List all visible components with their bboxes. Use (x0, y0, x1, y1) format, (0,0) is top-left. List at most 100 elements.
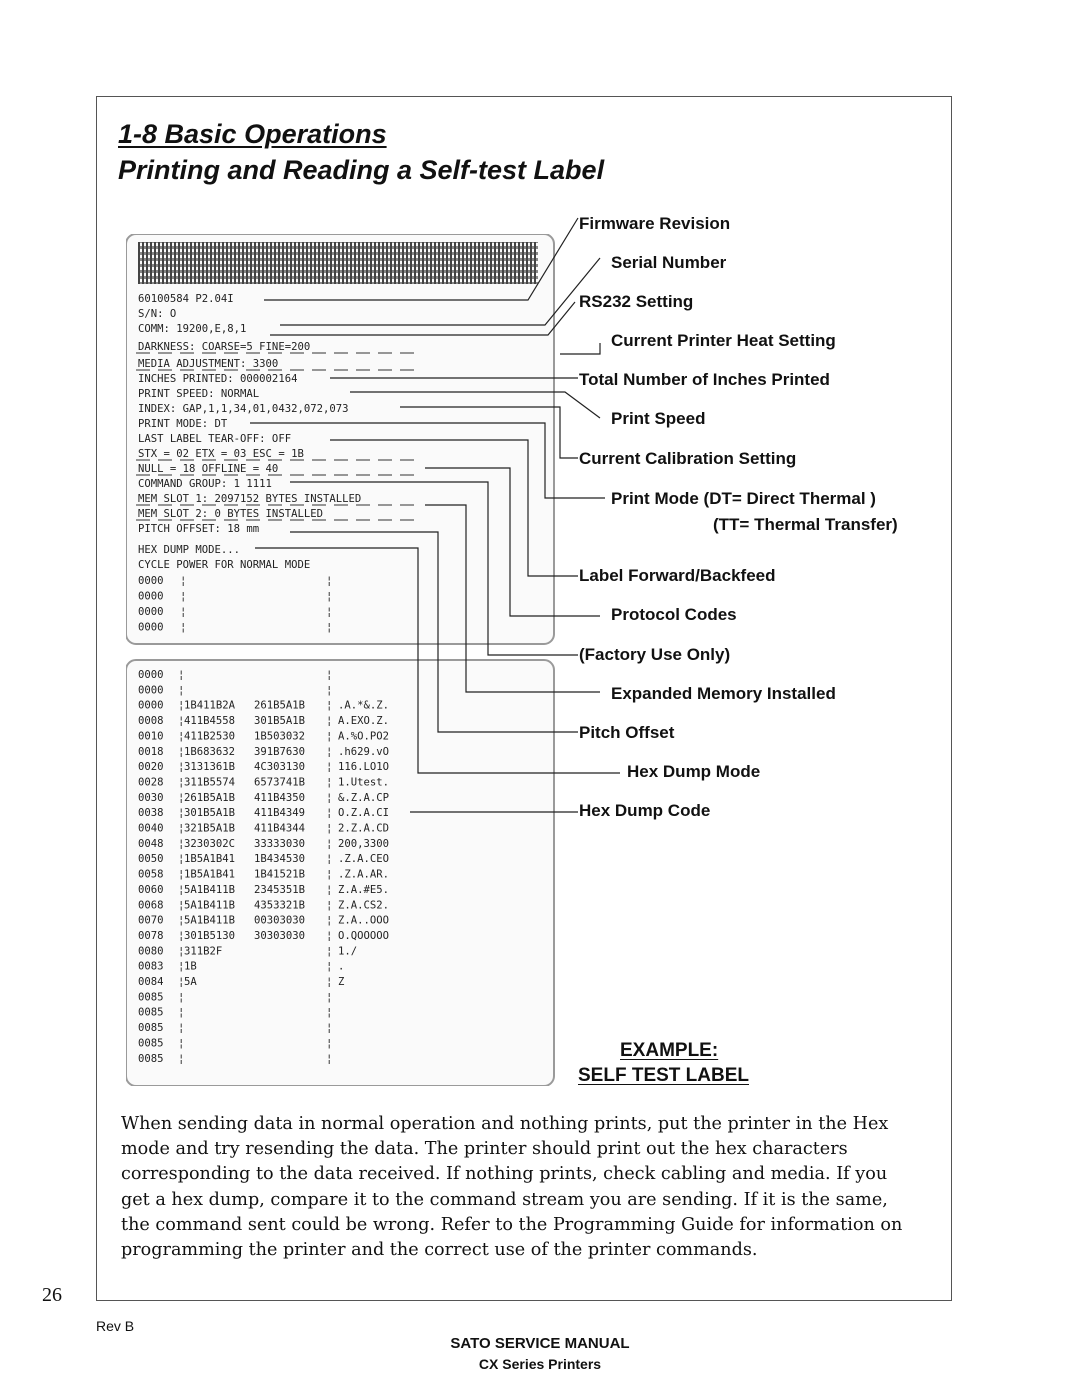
label-hex-address: 0000 (138, 575, 164, 587)
callout-hex-dump-mode: Hex Dump Mode (627, 762, 761, 781)
label-hex-divider: ¦ (326, 669, 332, 681)
label-hex-divider: ¦ (326, 853, 332, 865)
label-hex-address: 0078 (138, 930, 164, 942)
label-hex-word: 411B4344 (254, 823, 305, 835)
label-hex-ascii: 116.LO1O (338, 761, 389, 773)
callout-protocol-codes: Protocol Codes (611, 605, 737, 624)
label-hex-ascii: O.QOOOOO (338, 930, 389, 942)
label-hex-word: 1B5A1B41 (184, 853, 235, 865)
label-hex-divider: ¦ (180, 622, 186, 634)
label-hex-divider: ¦ (326, 884, 332, 896)
label-hex-divider: ¦ (178, 899, 184, 911)
label-status-line: 60100584 P2.04I (138, 293, 234, 305)
label-hex-word: 1B503032 (254, 730, 305, 742)
page-frame (96, 96, 952, 1301)
label-hex-word: 5A (184, 976, 197, 988)
label-hex-word: 311B5574 (184, 776, 235, 788)
label-hex-address: 0085 (138, 1053, 164, 1065)
page-subtitle: Printing and Reading a Self-test Label (118, 155, 605, 185)
label-hex-divider: ¦ (326, 1022, 332, 1034)
label-hex-ascii: .A.*&.Z. (338, 700, 389, 712)
label-hex-word: 411B4558 (184, 715, 235, 727)
callout-heat-setting: Current Printer Heat Setting (611, 331, 836, 350)
label-hex-divider: ¦ (178, 869, 184, 881)
label-hex-divider: ¦ (326, 575, 332, 587)
label-hex-word: 30303030 (254, 930, 305, 942)
label-hex-word: 4353321B (254, 899, 305, 911)
label-hex-divider: ¦ (326, 730, 332, 742)
label-hex-word: 3230302C (184, 838, 235, 850)
label-hex-address: 0060 (138, 884, 164, 896)
callout-expanded-memory: Expanded Memory Installed (611, 684, 836, 703)
revision-label: Rev B (96, 1318, 135, 1334)
label-hex-divider: ¦ (326, 961, 332, 973)
label-hex-divider: ¦ (326, 838, 332, 850)
label-hex-address: 0038 (138, 807, 164, 819)
example-subheading: SELF TEST LABEL (578, 1065, 749, 1086)
label-hex-address: 0048 (138, 838, 164, 850)
label-hex-address: 0040 (138, 823, 164, 835)
label-status-line: PITCH OFFSET: 18 mm (138, 523, 259, 535)
body-paragraph: When sending data in normal operation an… (121, 1114, 903, 1261)
label-hex-address: 0050 (138, 853, 164, 865)
label-hex-divider: ¦ (178, 669, 184, 681)
label-hex-divider: ¦ (178, 776, 184, 788)
label-hex-divider: ¦ (178, 761, 184, 773)
callout-serial-number: Serial Number (611, 253, 727, 272)
label-hex-divider: ¦ (178, 838, 184, 850)
label-hex-address: 0030 (138, 792, 164, 804)
callout-label-forward: Label Forward/Backfeed (579, 566, 776, 585)
label-hex-divider: ¦ (178, 1007, 184, 1019)
label-hex-divider: ¦ (178, 930, 184, 942)
label-hex-divider: ¦ (326, 991, 332, 1003)
label-hex-address: 0083 (138, 961, 164, 973)
label-status-line: MEM SLOT 2: 0 BYTES INSTALLED (138, 508, 323, 520)
label-hex-word: 321B5A1B (184, 823, 235, 835)
label-hex-address: 0008 (138, 715, 164, 727)
page-title: 1-8 Basic Operations Printing and Readin… (118, 116, 604, 188)
label-hex-divider: ¦ (178, 853, 184, 865)
callout-hex-dump-code: Hex Dump Code (579, 801, 711, 820)
label-hex-word: 311B2F (184, 945, 222, 957)
label-hex-address: 0000 (138, 622, 164, 634)
label-hex-divider: ¦ (180, 575, 186, 587)
callout-factory-use: (Factory Use Only) (579, 645, 731, 664)
label-hex-divider: ¦ (326, 591, 332, 603)
label-status-line: DARKNESS: COARSE=5 FINE=200 (138, 341, 310, 353)
label-hex-word: 3131361B (184, 761, 235, 773)
label-status-line: PRINT MODE: DT (138, 418, 228, 430)
label-hex-address: 0000 (138, 700, 164, 712)
label-hex-ascii: 200,3300 (338, 838, 389, 850)
callout-print-speed: Print Speed (611, 409, 706, 428)
label-hex-divider: ¦ (178, 976, 184, 988)
label-hex-address: 0000 (138, 684, 164, 696)
label-hex-divider: ¦ (180, 591, 186, 603)
page-number: 26 (42, 1284, 62, 1306)
label-status-line: STX = 02 ETX = 03 ESC = 1B (138, 448, 304, 460)
label-hex-divider: ¦ (180, 606, 186, 618)
label-hex-word: 261B5A1B (184, 792, 235, 804)
label-hex-ascii: Z.A.CS2. (338, 899, 389, 911)
label-hex-divider: ¦ (326, 1007, 332, 1019)
label-hex-divider: ¦ (178, 991, 184, 1003)
label-hex-ascii: .h629.vO (338, 746, 389, 758)
label-hex-divider: ¦ (178, 730, 184, 742)
label-hex-divider: ¦ (178, 1022, 184, 1034)
label-hex-ascii: Z (338, 976, 345, 988)
label-status-line: COMM: 19200,E,8,1 (138, 323, 246, 335)
label-hex-address: 0020 (138, 761, 164, 773)
label-hex-ascii: .Z.A.AR. (338, 869, 389, 881)
label-hex-word: 301B5A1B (184, 807, 235, 819)
label-hex-divider: ¦ (326, 1053, 332, 1065)
label-hex-ascii: 1.Utest. (338, 776, 389, 788)
label-hex-divider: ¦ (326, 761, 332, 773)
label-status-line: HEX DUMP MODE... (138, 544, 240, 556)
label-hex-divider: ¦ (326, 700, 332, 712)
label-hex-word: 1B683632 (184, 746, 235, 758)
footer-series: CX Series Printers (478, 1356, 602, 1372)
label-hex-address: 0000 (138, 591, 164, 603)
label-hex-word: 411B4350 (254, 792, 305, 804)
label-hex-word: 1B5A1B41 (184, 869, 235, 881)
label-hex-divider: ¦ (326, 823, 332, 835)
